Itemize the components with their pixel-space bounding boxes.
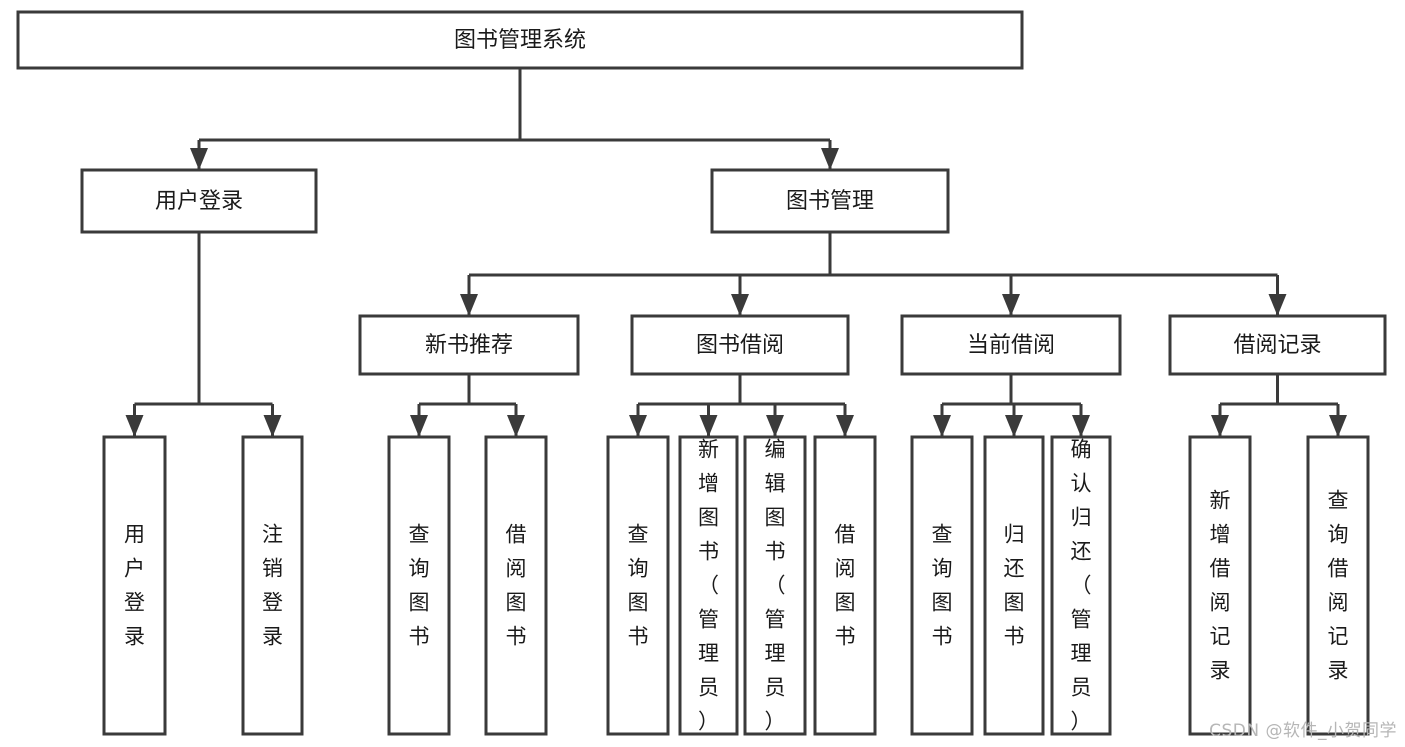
arrow-head-icon xyxy=(1072,415,1090,437)
arrow-head-icon xyxy=(1268,294,1287,316)
node-leaf-0[interactable]: 用户登录 xyxy=(102,435,167,736)
connectors-layer xyxy=(125,68,1347,437)
node-label: 新书推荐 xyxy=(425,333,513,358)
node-level3-2[interactable]: 当前借阅 xyxy=(900,314,1122,376)
node-label: 新增借阅记录 xyxy=(1210,489,1231,683)
node-leaf-12[interactable]: 查询借阅记录 xyxy=(1306,435,1370,736)
node-label: 当前借阅 xyxy=(967,333,1055,358)
node-label: 图书管理系统 xyxy=(454,28,586,53)
node-level3-0[interactable]: 新书推荐 xyxy=(358,314,580,376)
node-level3-1[interactable]: 图书借阅 xyxy=(630,314,850,376)
arrow-head-icon xyxy=(190,148,208,170)
node-label: 查询图书 xyxy=(628,523,649,649)
arrow-head-icon xyxy=(629,415,647,437)
arrow-head-icon xyxy=(1002,294,1020,316)
node-label: 编辑图书（管理员） xyxy=(765,438,786,734)
arrow-head-icon xyxy=(1329,415,1347,437)
node-leaf-6[interactable]: 编辑图书（管理员） xyxy=(743,435,807,736)
node-leaf-2[interactable]: 查询图书 xyxy=(387,435,451,736)
node-label: 借阅记录 xyxy=(1233,333,1321,358)
csdn-watermark: CSDN @软件_小贺同学 xyxy=(1209,721,1397,741)
arrow-head-icon xyxy=(699,415,718,437)
arrow-head-icon xyxy=(410,415,428,437)
node-leaf-5[interactable]: 新增图书（管理员） xyxy=(678,435,739,736)
node-leaf-8[interactable]: 查询图书 xyxy=(910,435,974,736)
node-level2-1[interactable]: 图书管理 xyxy=(710,168,950,234)
node-label: 图书管理 xyxy=(786,189,874,214)
node-label: 注销登录 xyxy=(262,523,283,649)
node-label: 图书借阅 xyxy=(696,333,784,358)
node-label: 查询图书 xyxy=(932,523,953,649)
arrow-head-icon xyxy=(460,294,478,316)
arrow-head-icon xyxy=(836,415,854,437)
arrow-head-icon xyxy=(766,415,784,437)
node-leaf-11[interactable]: 新增借阅记录 xyxy=(1188,435,1252,736)
node-leaf-1[interactable]: 注销登录 xyxy=(241,435,304,736)
arrow-head-icon xyxy=(507,415,525,437)
node-leaf-10[interactable]: 确认归还（管理员） xyxy=(1050,435,1112,736)
node-label: 查询借阅记录 xyxy=(1328,489,1349,683)
node-label: 新增图书（管理员） xyxy=(698,438,719,734)
node-label: 归还图书 xyxy=(1004,523,1025,649)
node-label: 用户登录 xyxy=(124,523,145,649)
node-label: 借阅图书 xyxy=(835,523,856,649)
node-leaf-7[interactable]: 借阅图书 xyxy=(813,435,877,736)
node-label: 查询图书 xyxy=(409,523,430,649)
node-level3-3[interactable]: 借阅记录 xyxy=(1168,314,1387,376)
node-leaf-3[interactable]: 借阅图书 xyxy=(484,435,548,736)
node-level2-0[interactable]: 用户登录 xyxy=(80,168,318,234)
node-label: 借阅图书 xyxy=(506,523,527,649)
node-leaf-9[interactable]: 归还图书 xyxy=(983,435,1045,736)
arrow-head-icon xyxy=(821,148,839,170)
arrow-head-icon xyxy=(933,415,951,437)
node-leaf-4[interactable]: 查询图书 xyxy=(606,435,670,736)
arrow-head-icon xyxy=(125,415,144,437)
nodes-layer: 图书管理系统用户登录图书管理新书推荐图书借阅当前借阅借阅记录用户登录注销登录查询… xyxy=(16,10,1387,736)
node-root-system[interactable]: 图书管理系统 xyxy=(16,10,1024,70)
node-label: 用户登录 xyxy=(155,189,243,214)
arrow-head-icon xyxy=(263,415,282,437)
node-label: 确认归还（管理员） xyxy=(1071,438,1092,734)
arrow-head-icon xyxy=(1211,415,1229,437)
arrow-head-icon xyxy=(731,294,749,316)
arrow-head-icon xyxy=(1005,415,1023,437)
